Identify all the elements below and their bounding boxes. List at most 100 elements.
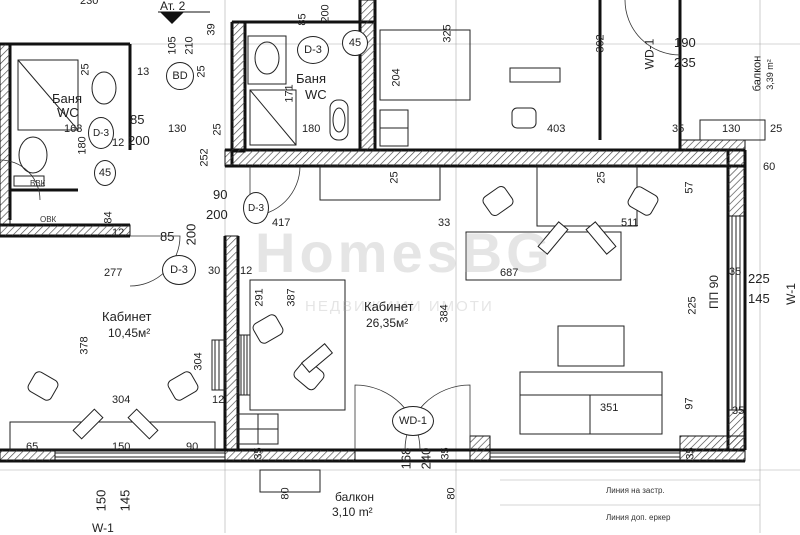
dim-label: 35 — [729, 266, 742, 278]
office-chairs — [27, 107, 659, 401]
tag-pp90: ПП 90 — [706, 275, 721, 309]
dim-label: 304 — [112, 394, 131, 406]
tag-d3-mid-bath: D-3 — [297, 36, 329, 64]
dim-label: 403 — [547, 123, 566, 135]
bath-left-sub: WC — [57, 105, 79, 120]
dim-label: 35 — [684, 447, 697, 460]
dim-label: 105 — [166, 36, 179, 55]
tag-wd1-bottom: WD-1 — [392, 406, 434, 436]
dim-label: 145 — [117, 489, 133, 512]
dim-label: 302 — [594, 34, 607, 53]
radiators — [211, 109, 409, 445]
tag-w1-bottom: W-1 — [92, 521, 114, 535]
dim-label: 204 — [390, 68, 403, 87]
dim-label: 351 — [600, 402, 619, 414]
balcony-bottom-area: 3,10 m² — [332, 505, 373, 519]
dim-label: 25 — [79, 63, 92, 76]
dim-label: 325 — [441, 24, 454, 43]
keyboards — [72, 221, 617, 440]
dim-label: 33 — [438, 217, 451, 229]
dim-label: 168 — [398, 447, 414, 470]
dim-label: 417 — [272, 217, 291, 229]
dim-label: 304 — [192, 352, 205, 371]
note-line-building: Линия на застр. — [606, 486, 665, 495]
dim-label: 225 — [748, 271, 770, 286]
dim-label: 225 — [686, 296, 699, 315]
furniture — [9, 29, 766, 493]
dim-label: 35 — [732, 405, 745, 417]
balcony-top-area: 3,39 m² — [764, 59, 775, 90]
dim-label: 252 — [198, 148, 211, 167]
dim-label: 230 — [80, 0, 99, 7]
dim-label: 130 — [168, 123, 187, 135]
dim-label: 25 — [595, 171, 608, 184]
dim-label: 57 — [683, 181, 696, 194]
tag-d3-left-bath: D-3 — [88, 117, 114, 149]
balcony-bottom-name: балкон — [335, 490, 374, 504]
dim-label: 150 — [93, 489, 109, 512]
dim-label: 200 — [319, 4, 332, 23]
office-large-name: Кабинет — [364, 299, 414, 314]
dim-label: 210 — [183, 36, 196, 55]
dim-label: 90 — [186, 441, 199, 453]
level-marker-triangle — [160, 12, 184, 24]
note-line-bay: Линия доп. еркер — [606, 513, 671, 522]
dim-label: 30 — [208, 265, 221, 277]
dim-label: 85 — [296, 13, 309, 26]
dim-label: 511 — [621, 217, 639, 229]
dim-label: 378 — [78, 336, 91, 355]
tag-45-left: 45 — [94, 160, 116, 186]
tag-d3-office: D-3 — [162, 255, 196, 285]
dim-label: 200 — [183, 223, 199, 246]
dim-label: 12 — [112, 137, 125, 149]
dim-label: 235 — [674, 55, 696, 70]
dim-label: 12 — [212, 394, 225, 406]
office-small-area: 10,45м² — [108, 326, 151, 340]
dim-label: 145 — [748, 291, 770, 306]
dim-label: 150 — [112, 441, 131, 453]
dim-label: 291 — [253, 288, 266, 307]
dim-label: 60 — [763, 161, 776, 173]
dim-label: 277 — [104, 267, 123, 279]
dim-label: 35 — [252, 447, 265, 460]
note-ovk-left: ОВК — [40, 215, 57, 224]
dim-label: 85 — [160, 229, 175, 244]
dim-label: 180 — [302, 123, 321, 135]
dim-label: 171 — [283, 84, 296, 103]
dim-label: 130 — [722, 123, 741, 135]
tag-45-mid: 45 — [342, 30, 368, 56]
dim-label: 65 — [26, 441, 39, 453]
dim-label: 80 — [279, 487, 292, 500]
dim-label: 25 — [195, 65, 208, 78]
dim-label: 687 — [500, 267, 519, 279]
dim-label: 80 — [445, 487, 458, 500]
dim-label: 12 — [112, 227, 125, 239]
dim-label: 25 — [770, 123, 783, 135]
dim-label: 90 — [213, 187, 228, 202]
dim-label: 35 — [439, 447, 452, 460]
dim-label: 200 — [128, 133, 150, 148]
dim-label: 25 — [211, 123, 224, 136]
dim-label: 180 — [76, 136, 89, 155]
windows — [55, 216, 741, 458]
office-large-area: 26,35м² — [366, 316, 409, 330]
dim-label: 25 — [388, 171, 401, 184]
tag-w1-right: W-1 — [783, 283, 798, 305]
watermark-tagline: НЕДВИЖИМИ ИМОТИ — [305, 298, 494, 315]
bath-mid-sub: WC — [305, 87, 327, 102]
dim-label: 85 — [130, 112, 145, 127]
dim-label: 240 — [418, 447, 434, 470]
sanitary-fixtures — [13, 35, 349, 187]
dim-label: 13 — [137, 66, 150, 78]
dim-label: 190 — [674, 35, 696, 50]
tag-wd1-top: WD-1 — [642, 38, 657, 70]
dim-label: 200 — [206, 207, 228, 222]
balcony-top-name: балкон — [751, 55, 764, 92]
dim-label: 163 — [64, 123, 83, 135]
bath-mid-name: Баня — [296, 71, 326, 86]
wall-hatching — [0, 0, 746, 462]
dim-label: 35 — [672, 123, 685, 135]
dim-label: 387 — [285, 288, 298, 307]
